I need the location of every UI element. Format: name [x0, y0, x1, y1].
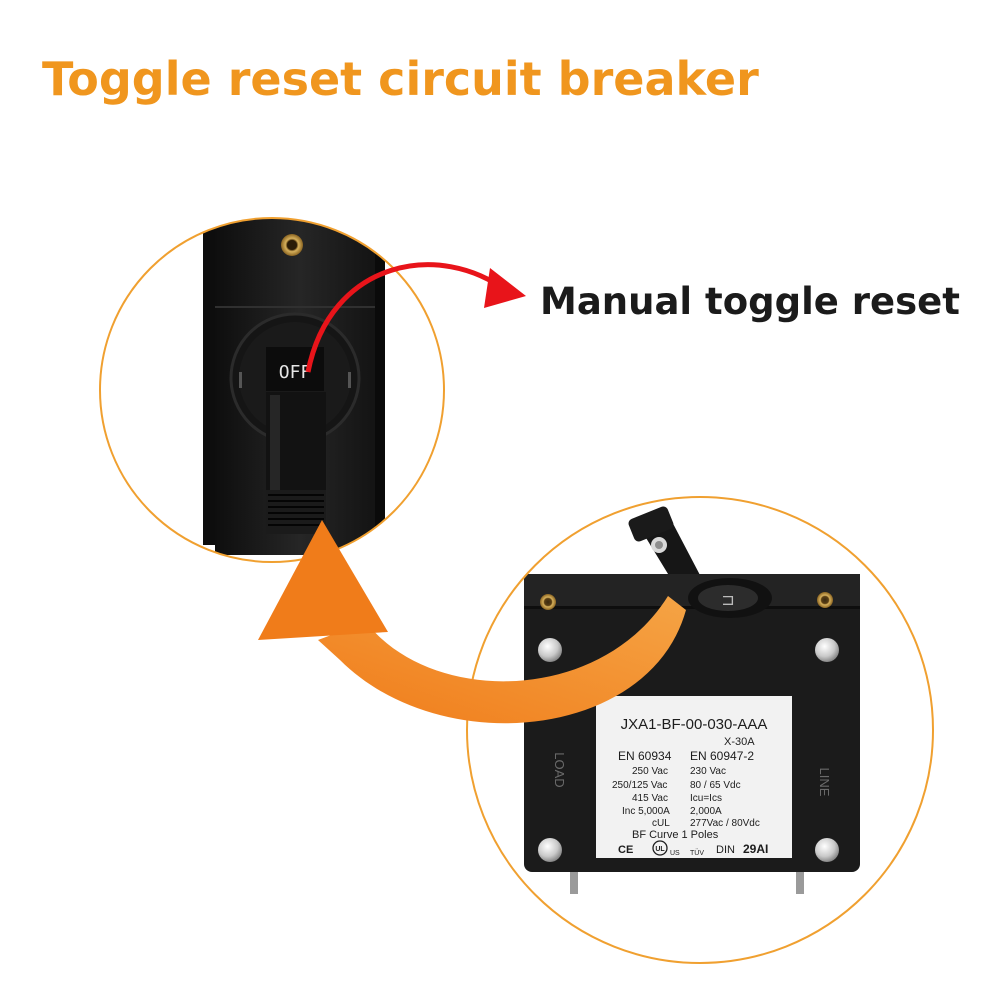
spec-row5-left: cUL — [652, 818, 670, 829]
curve-text: BF Curve 1 Poles — [632, 829, 719, 841]
page-title: Toggle reset circuit breaker — [42, 52, 759, 106]
spec-row3-left: 415 Vac — [632, 793, 668, 804]
svg-text:⊐: ⊐ — [721, 592, 734, 609]
manual-toggle-reset-callout: Manual toggle reset — [540, 280, 960, 323]
orange-curved-arrow-icon — [258, 520, 686, 724]
red-curved-arrow-icon — [305, 262, 526, 373]
spec-row4-left: Inc 5,000A — [622, 806, 670, 817]
screw-icon — [815, 838, 839, 862]
standard-left: EN 60934 — [618, 749, 672, 763]
us-mark-text: US — [670, 850, 680, 857]
load-side-label: LOAD — [552, 752, 567, 787]
spec-row5-right: 277Vac / 80Vdc — [690, 818, 760, 829]
off-marking: OFF — [279, 362, 312, 383]
brass-insert-icon — [281, 234, 303, 256]
spec-row4-right: 2,000A — [690, 806, 722, 817]
screw-icon — [538, 838, 562, 862]
ul-mark-text: UL — [655, 846, 665, 853]
spec-row2-right: 80 / 65 Vdc — [690, 780, 741, 791]
toggle-lever — [266, 392, 326, 534]
label-code: 29AI — [743, 842, 768, 856]
detail-ring-left — [99, 217, 445, 563]
toggle-closeup: OFF — [99, 217, 445, 563]
tuv-mark-icon: TÜV — [690, 849, 704, 857]
screw-icon — [538, 638, 562, 662]
standard-right: EN 60947-2 — [690, 749, 754, 763]
model-number: JXA1-BF-00-030-AAA — [621, 716, 768, 733]
ul-mark-icon — [652, 840, 668, 856]
spec-row1-left: 250 Vac — [632, 766, 668, 777]
spec-row1-right: 230 Vac — [690, 766, 726, 777]
breaker-photo: ⊐ LOAD LINE JXA1-BF-00-030-AAA X-30A EN … — [466, 496, 934, 964]
detail-ring-right — [466, 496, 934, 964]
spec-row2-left: 250/125 Vac — [612, 780, 667, 791]
rating-label: JXA1-BF-00-030-AAA X-30A EN 60934 EN 609… — [596, 696, 792, 858]
ce-mark-icon: CE — [618, 844, 633, 856]
din-mark-icon: DIN — [716, 844, 735, 856]
spec-row3-right: Icu=Ics — [690, 793, 722, 804]
rating-text: X-30A — [724, 736, 755, 748]
screw-icon — [815, 638, 839, 662]
line-side-label: LINE — [817, 768, 832, 797]
